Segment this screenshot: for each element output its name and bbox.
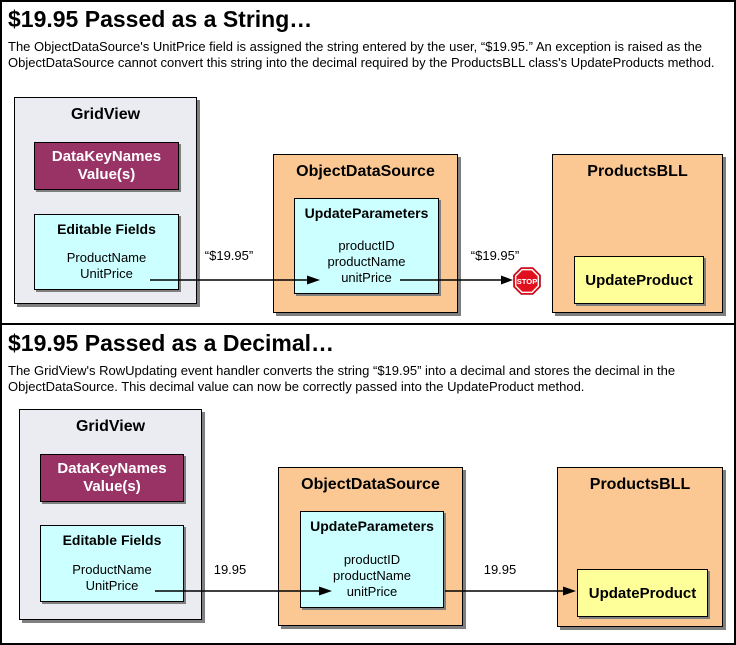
objectdatasource-box: ObjectDataSource UpdateParameters produc… bbox=[278, 467, 463, 626]
editable-fields-list: ProductName UnitPrice bbox=[41, 562, 183, 594]
gridview-box: GridView DataKeyNames Value(s) Editable … bbox=[19, 409, 202, 620]
editable-fields-list: ProductName UnitPrice bbox=[35, 250, 178, 282]
updateparameters-title: UpdateParameters bbox=[304, 205, 429, 221]
stop-label: STOP bbox=[517, 277, 538, 286]
field-productname: ProductName bbox=[66, 250, 147, 265]
gridview-box: GridView DataKeyNames Value(s) Editable … bbox=[14, 97, 197, 304]
objectdatasource-title: ObjectDataSource bbox=[301, 476, 440, 493]
datakeynames-box: DataKeyNames Value(s) bbox=[40, 454, 184, 502]
editable-fields-box: Editable Fields ProductName UnitPrice bbox=[34, 214, 179, 290]
productsbll-title: ProductsBLL bbox=[589, 476, 691, 493]
flow-label-decimal-2: 19.95 bbox=[483, 562, 517, 577]
param-unitprice: unitPrice bbox=[346, 584, 398, 599]
updateparameters-title: UpdateParameters bbox=[310, 518, 434, 534]
field-unitprice: UnitPrice bbox=[85, 578, 139, 593]
param-productname: productName bbox=[332, 568, 412, 583]
datakeynames-box: DataKeyNames Value(s) bbox=[34, 142, 179, 190]
objectdatasource-box: ObjectDataSource UpdateParameters produc… bbox=[273, 154, 458, 313]
updateparameters-box: UpdateParameters productID productName u… bbox=[294, 198, 439, 294]
editable-fields-title: Editable Fields bbox=[57, 221, 156, 237]
section1-title: $19.95 Passed as a String… bbox=[8, 6, 313, 32]
productsbll-title: ProductsBLL bbox=[587, 163, 688, 180]
flow-label-decimal-1: 19.95 bbox=[213, 562, 247, 577]
section-divider bbox=[2, 323, 734, 325]
updateparameters-list: productID productName unitPrice bbox=[295, 238, 438, 286]
productsbll-box: ProductsBLL UpdateProduct bbox=[557, 467, 723, 627]
gridview-title: GridView bbox=[75, 418, 146, 435]
updateproduct-box: UpdateProduct bbox=[577, 569, 708, 617]
param-productname: productName bbox=[327, 254, 406, 269]
editable-fields-title: Editable Fields bbox=[62, 532, 162, 548]
productsbll-box: ProductsBLL UpdateProduct bbox=[552, 154, 723, 313]
flow-label-string-2: “$19.95” bbox=[470, 248, 520, 263]
editable-fields-box: Editable Fields ProductName UnitPrice bbox=[40, 525, 184, 602]
objectdatasource-title: ObjectDataSource bbox=[296, 163, 435, 180]
section2-title: $19.95 Passed as a Decimal… bbox=[8, 330, 335, 356]
section2-description: The GridView's RowUpdating event handler… bbox=[8, 363, 676, 394]
flow-label-string-1: “$19.95” bbox=[204, 248, 254, 263]
updateparameters-box: UpdateParameters productID productName u… bbox=[300, 511, 444, 608]
updateparameters-list: productID productName unitPrice bbox=[301, 552, 443, 600]
stop-icon: STOP bbox=[513, 267, 541, 295]
gridview-title: GridView bbox=[70, 106, 141, 123]
param-unitprice: unitPrice bbox=[341, 270, 392, 285]
updateproduct-box: UpdateProduct bbox=[574, 256, 704, 304]
param-productid: productID bbox=[338, 238, 395, 253]
param-productid: productID bbox=[343, 552, 401, 567]
field-unitprice: UnitPrice bbox=[80, 266, 133, 281]
field-productname: ProductName bbox=[72, 562, 152, 577]
section1-description: The ObjectDataSource's UnitPrice field i… bbox=[8, 39, 715, 70]
